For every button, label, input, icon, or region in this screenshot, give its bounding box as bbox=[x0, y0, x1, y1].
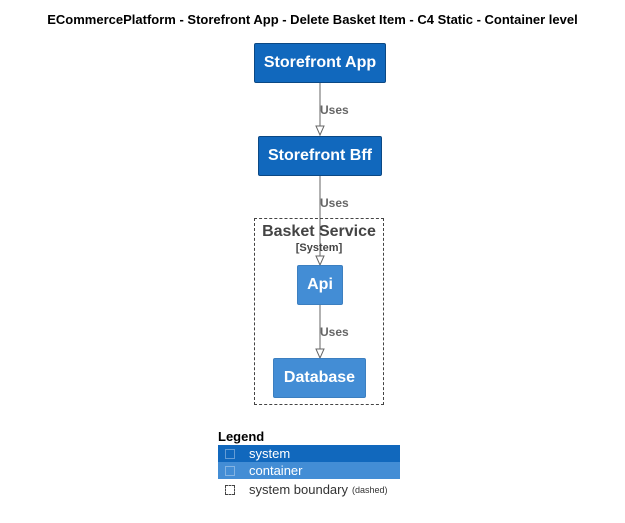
legend-item-container: container bbox=[218, 462, 400, 479]
system-boundary-basket-service bbox=[254, 218, 384, 405]
arrowhead-api bbox=[315, 255, 325, 267]
node-label: Api bbox=[307, 276, 333, 293]
node-label: Storefront App bbox=[263, 54, 377, 71]
diagram-title: ECommercePlatform - Storefront App - Del… bbox=[47, 12, 578, 27]
node-label: Storefront Bff bbox=[268, 147, 372, 164]
node-storefront-app[interactable]: Storefront App bbox=[254, 43, 386, 83]
relation-label-app-bff: Uses bbox=[320, 103, 349, 117]
legend-label: container bbox=[249, 463, 303, 478]
legend-note: (dashed) bbox=[352, 484, 388, 495]
boundary-title: Basket Service bbox=[262, 223, 376, 240]
legend-label: system bbox=[249, 446, 291, 461]
node-api[interactable]: Api bbox=[297, 265, 343, 305]
node-label: Database bbox=[283, 369, 356, 386]
legend-swatch-icon bbox=[225, 465, 235, 476]
legend-item-system-boundary: system boundary (dashed) bbox=[218, 481, 400, 498]
node-database[interactable]: Database bbox=[273, 358, 366, 398]
legend-swatch-icon bbox=[225, 448, 235, 459]
arrowhead-database bbox=[315, 348, 325, 360]
arrowhead-bff bbox=[315, 125, 325, 137]
boundary-type: [System] bbox=[295, 242, 343, 254]
legend-item-system: system bbox=[218, 445, 400, 462]
relation-label-api-database: Uses bbox=[320, 325, 349, 339]
relation-label-bff-api: Uses bbox=[320, 196, 349, 210]
legend-title: Legend bbox=[218, 429, 265, 444]
node-storefront-bff[interactable]: Storefront Bff bbox=[258, 136, 382, 176]
legend-label: system boundary bbox=[249, 482, 348, 497]
legend-swatch-icon bbox=[225, 484, 235, 495]
